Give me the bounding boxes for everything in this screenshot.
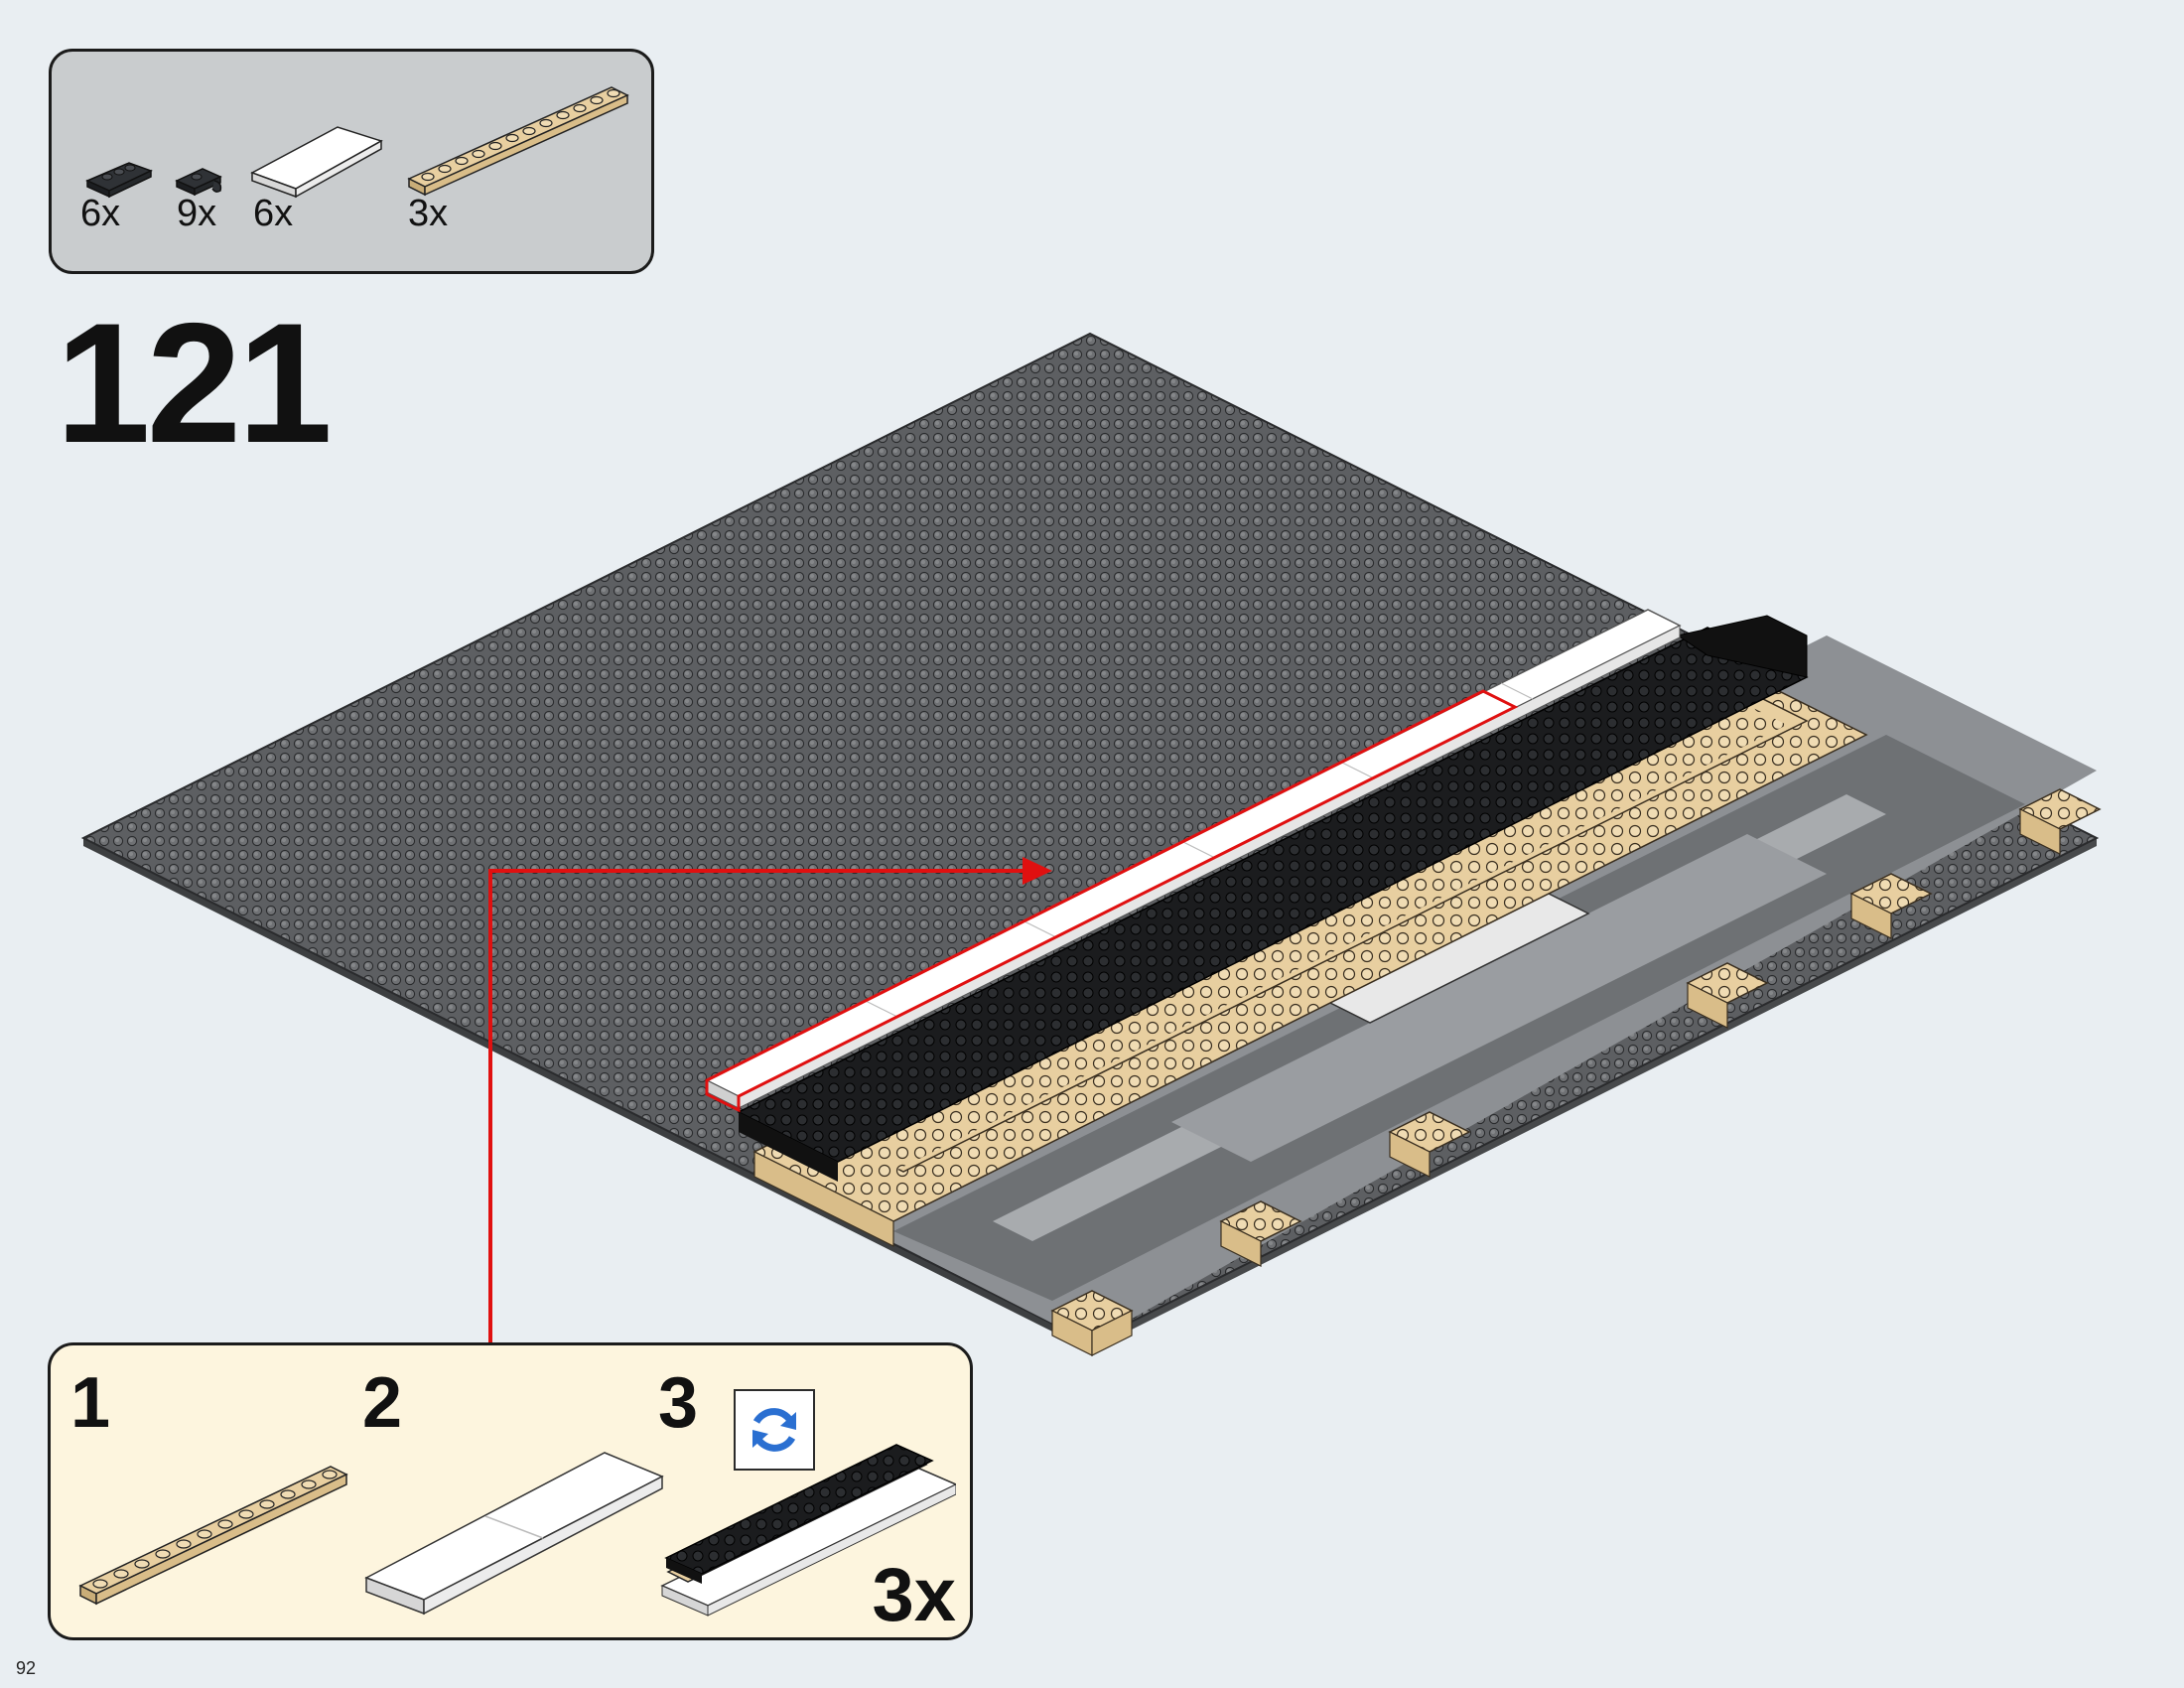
white-tile-row bbox=[705, 609, 1682, 1109]
white-tile-icon bbox=[250, 126, 383, 199]
substep-number: 3 bbox=[658, 1363, 699, 1443]
substep-multiplier: 3x bbox=[872, 1553, 956, 1637]
tan-plate-1x12-icon bbox=[407, 86, 629, 197]
rotate-model-button bbox=[734, 1389, 815, 1471]
parts-list-box: 6x 9x 6x 3x bbox=[49, 49, 654, 274]
black-clip-plate-icon bbox=[175, 168, 222, 197]
callout-arrow bbox=[488, 857, 1052, 1345]
black-jumper-plate-icon bbox=[85, 162, 153, 199]
tan-plate-1x12-icon bbox=[78, 1466, 348, 1606]
highlight-outline bbox=[705, 689, 1519, 1113]
part-count: 6x bbox=[80, 193, 121, 234]
black-wall-row bbox=[737, 615, 1809, 1182]
part-count: 3x bbox=[408, 193, 449, 234]
rotate-model-icon bbox=[752, 1408, 796, 1452]
substep-number: 1 bbox=[70, 1363, 111, 1443]
part-count: 6x bbox=[253, 193, 294, 234]
substeps-callout: 1 2 3 bbox=[48, 1342, 973, 1640]
part-count: 9x bbox=[177, 193, 217, 234]
baseplate bbox=[80, 332, 2100, 1350]
street-section bbox=[752, 635, 2102, 1356]
assembled-strip-icon bbox=[660, 1444, 956, 1617]
step-number: 121 bbox=[56, 288, 333, 479]
white-tile-icon bbox=[364, 1452, 664, 1616]
page-number: 92 bbox=[16, 1658, 37, 1678]
substep-number: 2 bbox=[362, 1363, 403, 1443]
